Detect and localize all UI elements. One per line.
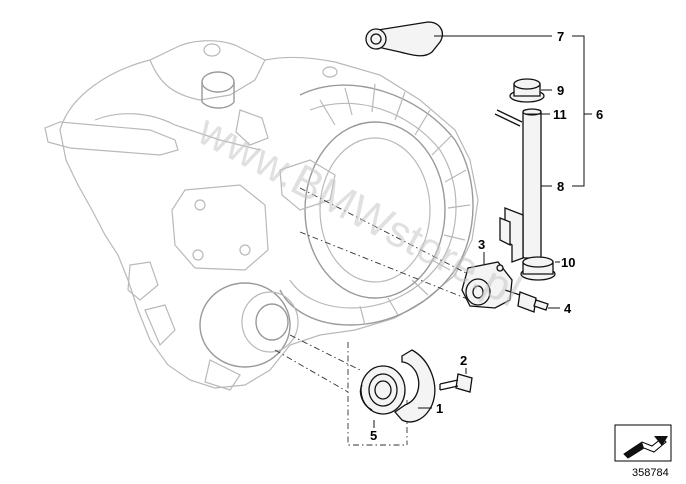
callout-1: 1	[436, 401, 443, 416]
callout-6: 6	[596, 107, 603, 122]
diagram-number: 358784	[632, 467, 669, 479]
callout-5: 5	[370, 428, 377, 443]
callout-8: 8	[557, 179, 564, 194]
part-bracket	[394, 349, 436, 423]
part-release-lever	[499, 108, 542, 263]
callout-3: 3	[478, 237, 485, 252]
part-bushing-upper	[509, 78, 545, 103]
arrow-direction-icon	[614, 424, 672, 462]
watermark-text: www.BMWstore.pl	[189, 105, 528, 316]
callout-11: 11	[553, 107, 567, 122]
part-slave-cylinder	[461, 261, 513, 309]
assembly-lines	[274, 187, 471, 446]
part-bolt-2	[439, 373, 473, 393]
callout-2: 2	[460, 353, 467, 368]
part-release-bearing	[359, 365, 406, 415]
part-pin	[494, 109, 523, 127]
part-bushing-lower	[520, 256, 556, 281]
leader-lines	[373, 35, 592, 428]
gearbox-housing	[44, 40, 479, 391]
callout-4: 4	[564, 301, 572, 316]
callouts: 1 2 3 4 5 6 7 8 9 10 11	[370, 29, 603, 443]
part-bolt-4	[504, 289, 549, 313]
callout-7: 7	[557, 29, 564, 44]
callout-10: 10	[561, 255, 575, 270]
part-boot-cap	[365, 21, 443, 57]
callout-9: 9	[557, 83, 564, 98]
